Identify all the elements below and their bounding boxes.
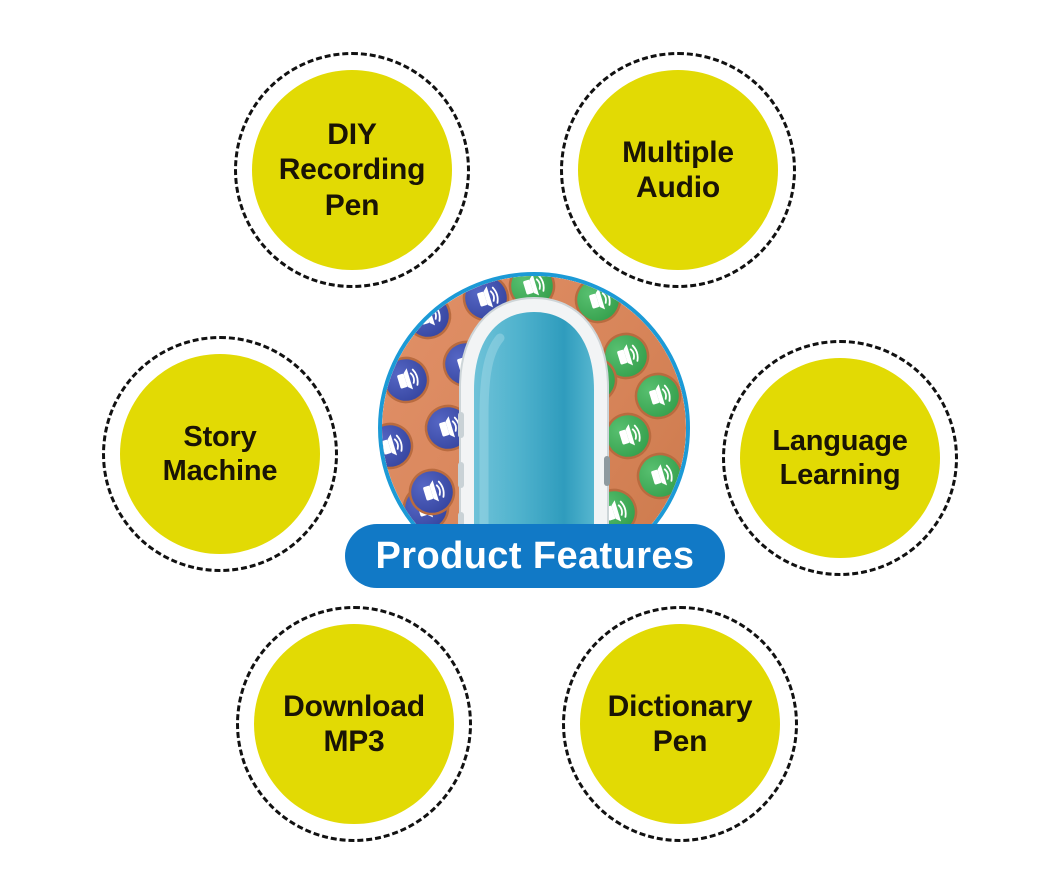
feature-bubble-story-machine[interactable]: Story Machine	[102, 336, 338, 572]
feature-label-dictionary-pen: Dictionary Pen	[607, 689, 753, 758]
feature-label-language-learning: Language Learning	[772, 424, 908, 491]
feature-bubble-diy-recording-pen[interactable]: DIY Recording Pen	[234, 52, 470, 288]
feature-label-diy-recording-pen: DIY Recording Pen	[278, 117, 426, 222]
feature-bubble-fill: DIY Recording Pen	[252, 70, 452, 270]
feature-bubble-fill: Multiple Audio	[578, 70, 778, 270]
banner-title: Product Features	[375, 535, 695, 577]
feature-label-multiple-audio: Multiple Audio	[622, 135, 734, 204]
feature-bubble-fill: Dictionary Pen	[580, 624, 780, 824]
feature-bubble-language-learning[interactable]: Language Learning	[722, 340, 958, 576]
feature-bubble-dictionary-pen[interactable]: Dictionary Pen	[562, 606, 798, 842]
feature-bubble-download-mp3[interactable]: Download MP3	[236, 606, 472, 842]
feature-bubble-fill: Story Machine	[120, 354, 320, 554]
feature-bubble-fill: Language Learning	[740, 358, 940, 558]
feature-label-story-machine: Story Machine	[162, 420, 278, 487]
product-features-banner: Product Features	[345, 524, 725, 588]
feature-bubble-fill: Download MP3	[254, 624, 454, 824]
feature-label-download-mp3: Download MP3	[283, 689, 425, 758]
feature-bubble-multiple-audio[interactable]: Multiple Audio	[560, 52, 796, 288]
